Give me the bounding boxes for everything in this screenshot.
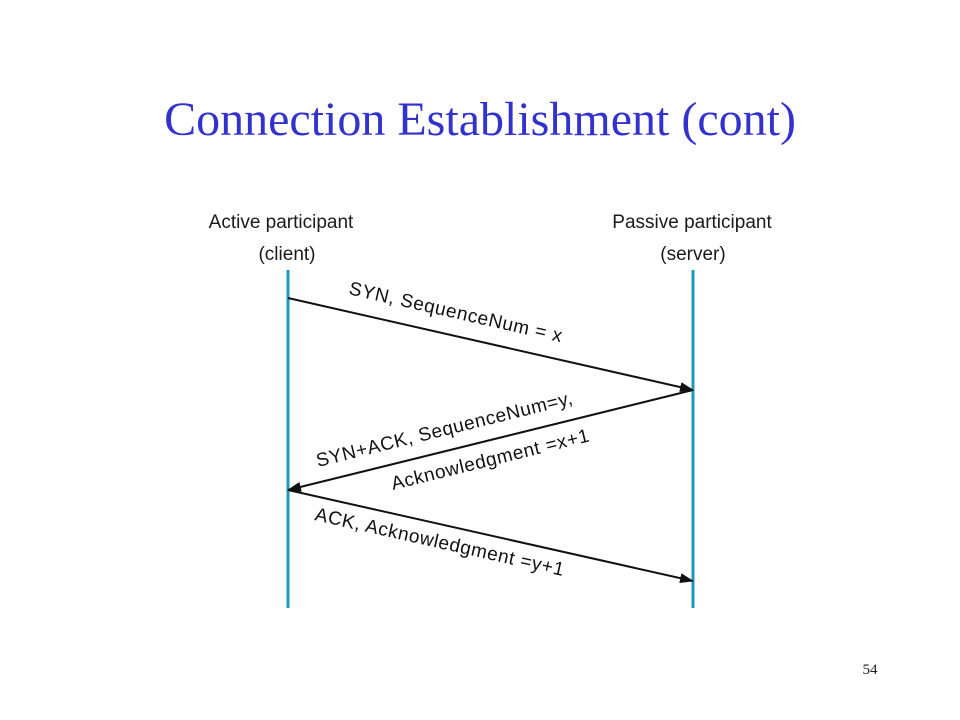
- page-number: 54: [862, 662, 878, 678]
- syn-arrow: [287, 297, 694, 392]
- slide-title: Connection Establishment (cont): [164, 93, 796, 146]
- server-label-line1: Passive participant: [612, 212, 772, 233]
- ack-arrow: [287, 489, 694, 584]
- ack-label: ACK, Acknowledgment =y+1: [313, 504, 567, 581]
- client-label-line1: Active participant: [209, 212, 354, 233]
- synack-arrow: [287, 389, 694, 492]
- server-label-line2: (server): [660, 244, 725, 265]
- client-label-line2: (client): [258, 244, 315, 265]
